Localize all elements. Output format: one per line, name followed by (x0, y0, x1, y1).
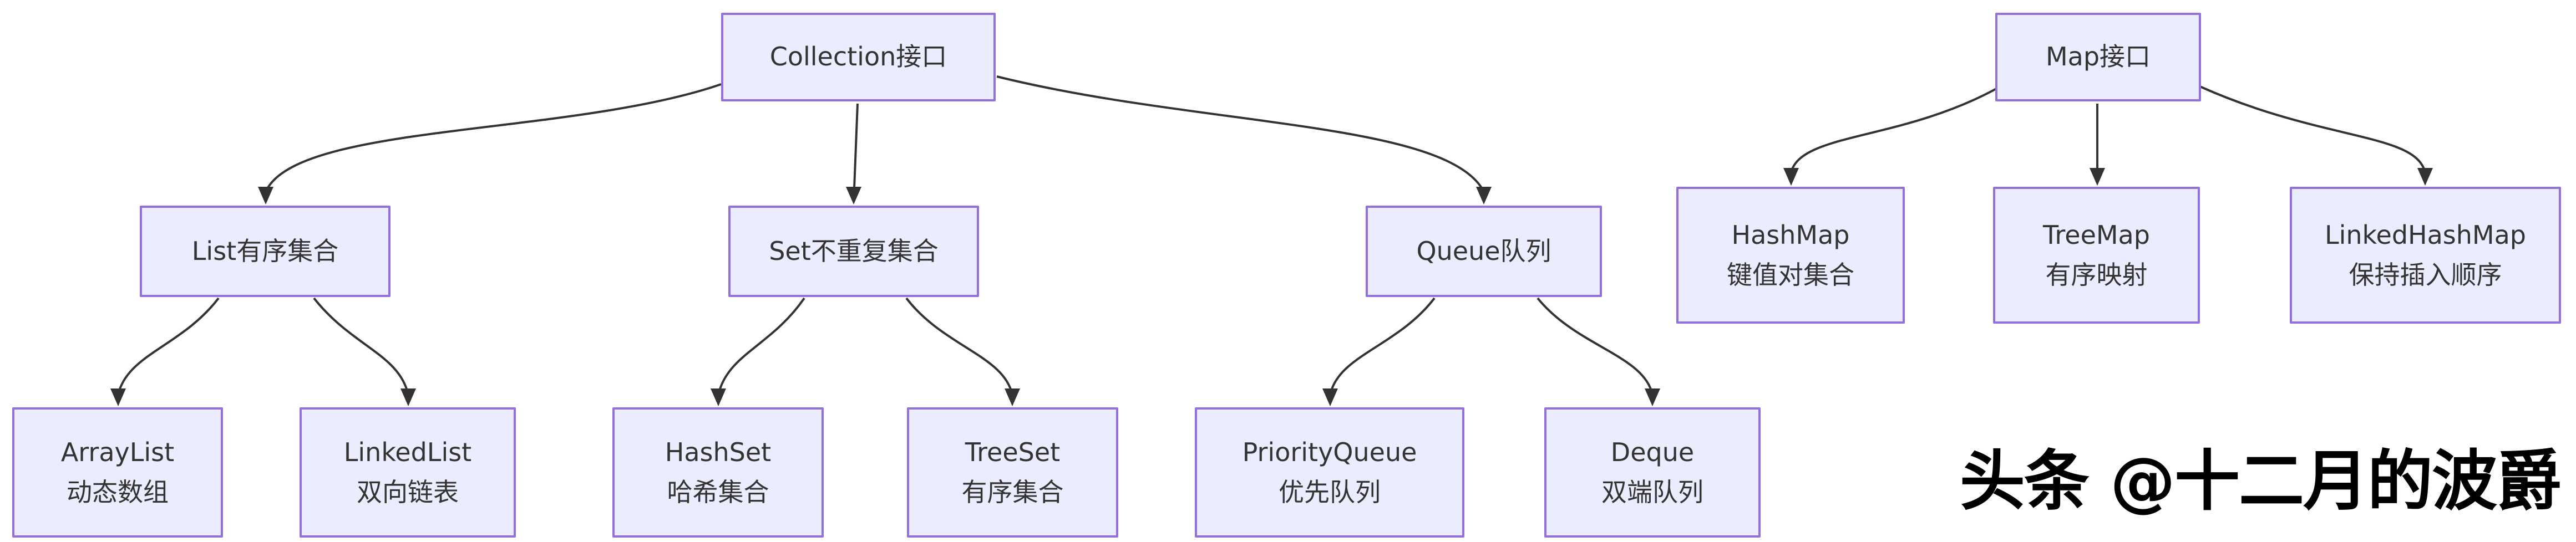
node-linkedlist-desc: 双向链表 (357, 477, 459, 507)
arrowhead (400, 388, 416, 406)
node-treemap-name: TreeMap (2043, 220, 2150, 250)
arrowhead (846, 187, 861, 204)
edge-queue-to-priorityqueue (1330, 297, 1436, 391)
edge-collection-to-list (266, 83, 722, 190)
arrowhead (1783, 168, 1799, 186)
edge-map-to-linkedhashmap (2199, 85, 2425, 170)
node-priorityqueue-desc: 优先队列 (1279, 477, 1381, 507)
node-hashmap-desc: 键值对集合 (1727, 259, 1854, 290)
arrowhead (1322, 388, 1338, 406)
edge-list-to-linkedlist (313, 297, 408, 391)
node-collection-label: Collection接口 (769, 42, 947, 72)
node-set: Set不重复集合 (728, 206, 979, 297)
node-map-label: Map接口 (2045, 42, 2151, 72)
node-linkedhashmap: LinkedHashMap 保持插入顺序 (2290, 187, 2561, 324)
edge-set-to-hashset (718, 297, 805, 391)
node-deque-desc: 双端队列 (1601, 477, 1703, 507)
arrowhead (2417, 168, 2433, 186)
edge-collection-to-queue (996, 75, 1484, 191)
node-hashset: HashSet 哈希集合 (612, 407, 824, 538)
node-priorityqueue-name: PriorityQueue (1242, 437, 1417, 468)
node-collection: Collection接口 (721, 13, 996, 101)
node-treemap: TreeMap 有序映射 (1993, 187, 2200, 324)
node-queue-label: Queue队列 (1416, 236, 1551, 266)
node-arraylist-name: ArrayList (60, 437, 175, 468)
node-queue: Queue队列 (1366, 206, 1602, 297)
node-linkedlist: LinkedList 双向链表 (300, 407, 516, 538)
watermark: 头条 @十二月的波爵 (1959, 443, 2562, 519)
node-hashset-desc: 哈希集合 (667, 477, 769, 507)
node-hashmap-name: HashMap (1731, 220, 1850, 250)
edge-collection-to-set (853, 103, 859, 189)
node-list: List有序集合 (140, 206, 391, 297)
edge-queue-to-deque (1537, 297, 1652, 391)
node-map: Map接口 (1995, 13, 2201, 101)
edge-list-to-arraylist (118, 297, 220, 391)
node-deque: Deque 双端队列 (1544, 407, 1761, 538)
node-set-label: Set不重复集合 (769, 236, 939, 266)
node-hashmap: HashMap 键值对集合 (1676, 187, 1905, 324)
node-treeset: TreeSet 有序集合 (907, 407, 1118, 538)
node-arraylist: ArrayList 动态数组 (12, 407, 223, 538)
node-deque-name: Deque (1610, 437, 1695, 468)
arrowhead (258, 187, 273, 204)
node-treeset-desc: 有序集合 (961, 477, 1064, 507)
node-priorityqueue: PriorityQueue 优先队列 (1195, 407, 1464, 538)
node-treeset-name: TreeSet (965, 437, 1061, 468)
arrowhead (2090, 168, 2105, 186)
edge-set-to-treeset (905, 297, 1012, 391)
node-linkedhashmap-name: LinkedHashMap (2324, 220, 2527, 250)
arrowhead (110, 388, 126, 406)
arrowhead (711, 388, 726, 406)
node-linkedlist-name: LinkedList (343, 437, 472, 468)
arrowhead (1476, 187, 1492, 204)
node-arraylist-desc: 动态数组 (67, 477, 169, 507)
arrowhead (1645, 388, 1660, 406)
node-linkedhashmap-desc: 保持插入顺序 (2349, 259, 2502, 290)
node-list-label: List有序集合 (191, 236, 339, 266)
edge-map-to-hashmap (1791, 88, 1997, 170)
arrowhead (1005, 388, 1020, 406)
node-hashset-name: HashSet (665, 437, 772, 468)
node-treemap-desc: 有序映射 (2045, 259, 2148, 290)
